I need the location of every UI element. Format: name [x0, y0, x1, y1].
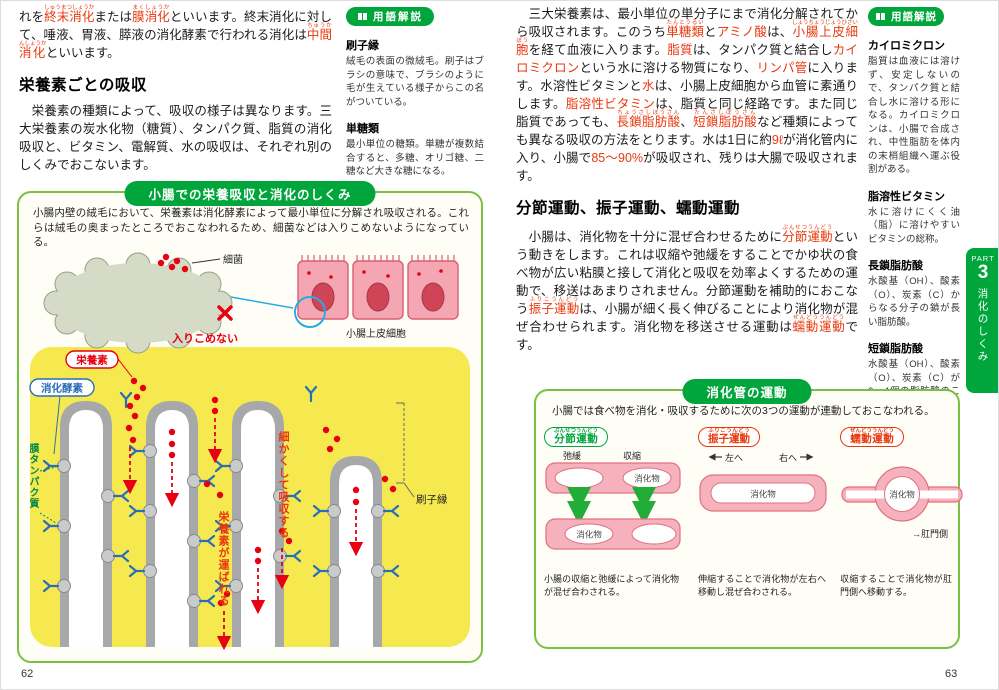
- part-tab: PART 3 消化のしくみ: [966, 248, 998, 393]
- part-word: PART: [971, 254, 995, 263]
- body-paragraph: 三大栄養素は、最小単位の単分子にまで消化分解されてから吸収されます。このうち単糖…: [516, 7, 858, 183]
- glossary-term: 長鎖脂肪酸: [868, 260, 923, 272]
- left-main-column: れを終末消化しゅうまつしょうかまたは膜消化まくしょうかといいます。終末消化に対し…: [19, 5, 332, 174]
- diagram-box-motion: 消化管の運動 小腸では食べ物を消化・吸収するために次の3つの運動が連動しておこな…: [534, 379, 963, 649]
- glossary-desc: 水酸基（OH）、酸素（O）、炭素（C）からなる分子の鎖が長い脂肪酸。: [868, 276, 960, 328]
- nutrient-label-pill: 栄養素: [65, 350, 133, 378]
- glossary-term: カイロミクロン: [868, 40, 945, 52]
- svg-text:→肛門側: →肛門側: [912, 528, 948, 539]
- motion-label-peristalsis: 蠕動運動ぜんどううんどう: [840, 427, 905, 448]
- glossary-term: 単糖類: [346, 123, 379, 135]
- brush-border-bracket: [396, 402, 415, 498]
- peristalsis-diagram: 消化物 →肛門側: [841, 466, 963, 539]
- page-number-right: 63: [945, 668, 958, 680]
- glossary-panel-right: 用語解説 カイロミクロン 脂質は血液には溶けず、安定しないので、タンパク質と結合…: [868, 7, 960, 412]
- magnifier-pointer-line: [230, 296, 294, 309]
- body-paragraph: れを終末消化しゅうまつしょうかまたは膜消化まくしょうかといいます。終末消化に対し…: [19, 5, 332, 60]
- svg-text:弛緩: 弛緩: [563, 450, 581, 461]
- glossary-desc: 水に溶けにくく油（脂）に溶けやすいビタミンの総称。: [868, 206, 960, 245]
- motion-col-peristalsis: 蠕動運動ぜんどううんどう 消化物 →肛門側 収縮することで消化物が肛門側へ移動す…: [840, 427, 963, 598]
- motion-caption: 収縮することで消化物が肛門側へ移動する。: [840, 574, 952, 597]
- glossary-book-icon: [358, 13, 367, 20]
- villus-tip-blob: [43, 252, 233, 354]
- svg-text:収縮: 収縮: [623, 450, 641, 461]
- magnifier-circle-icon: [294, 296, 326, 328]
- membrane-protein-label: 膜タンパク質: [27, 443, 38, 509]
- no-entry-x-icon: [217, 305, 233, 321]
- enzyme-label-pill: 消化酵素: [29, 378, 95, 455]
- glossary-desc: 絨毛の表面の微絨毛。刷子はブラシの意味で、ブラシのように毛が生えている様子からこ…: [346, 56, 484, 108]
- epithelial-cells-label: 小腸上皮細胞: [346, 327, 406, 340]
- membrane-protein-leaders: [39, 466, 57, 524]
- glossary-desc: 脂質は血液には溶けず、安定しないので、タンパク質と結合し水に溶ける形になる。カイ…: [868, 56, 960, 175]
- glossary-title: 用語解説: [891, 11, 937, 23]
- carried-vertical-label: 栄養素が運ばれる: [217, 511, 229, 607]
- diagram-title: 消化管の運動: [682, 379, 812, 404]
- nutrient-dots: [125, 377, 397, 607]
- page-number-left: 62: [21, 668, 34, 680]
- glossary-header: 用語解説: [346, 7, 434, 26]
- svg-text:消化物: 消化物: [576, 530, 602, 540]
- diagram-intro: 小腸内壁の絨毛において、栄養素は消化酵素によって最小単位に分解され吸収される。こ…: [33, 207, 469, 248]
- glossary-panel-left: 用語解説 刷子縁 絨毛の表面の微絨毛。刷子はブラシの意味で、ブラシのように毛が生…: [346, 7, 484, 179]
- svg-text:消化物: 消化物: [750, 489, 776, 499]
- section-heading: 栄養素ごとの吸収: [19, 77, 147, 94]
- section-heading: 分節運動、振子運動、蠕動運動: [516, 200, 741, 217]
- svg-text:右へ: 右へ: [779, 452, 797, 463]
- svg-text:消化物: 消化物: [889, 490, 915, 500]
- svg-text:栄養素: 栄養素: [75, 354, 108, 367]
- motion-label-pendular: 振子運動ふりこうんどう: [698, 427, 760, 448]
- glossary-book-icon: [876, 13, 885, 20]
- absorb-vertical-label: 細かくして吸収する: [277, 431, 289, 539]
- villi-illustration: 細菌 入りこめない 小腸上皮細胞 栄養素: [29, 252, 470, 651]
- svg-text:左へ: 左へ: [725, 452, 743, 463]
- pendular-diagram: 左へ 右へ 消化物: [699, 452, 827, 512]
- glossary-desc: 最小単位の糖類。単糖が複数結合すると、多糖、オリゴ糖、二糖など大きな糖になる。: [346, 139, 484, 177]
- glossary-item: 刷子縁 絨毛の表面の微絨毛。刷子はブラシの意味で、ブラシのように毛が生えている様…: [346, 37, 484, 109]
- right-main-column: 三大栄養素は、最小単位の単分子にまで消化分解されてから吸収されます。このうち単糖…: [516, 5, 858, 354]
- diagram-intro: 小腸では食べ物を消化・吸収するために次の3つの運動が連動しておこなわれる。: [552, 405, 935, 417]
- glossary-header: 用語解説: [868, 7, 944, 26]
- motion-caption: 伸縮することで消化物が左右へ移動し混ぜ合わされる。: [698, 574, 826, 597]
- bacteria-dots: [157, 253, 189, 273]
- bacteria-label: 細菌: [223, 253, 243, 266]
- part-number: 3: [977, 261, 989, 283]
- svg-text:消化酵素: 消化酵素: [41, 382, 83, 395]
- glossary-title: 用語解説: [373, 11, 423, 23]
- diagram-title: 小腸での栄養吸収と消化のしくみ: [124, 181, 376, 206]
- glossary-item: 脂溶性ビタミン 水に溶けにくく油（脂）に溶けやすいビタミンの総称。: [868, 188, 960, 247]
- motion-col-segmentation: 分節運動ぶんせつうんどう 弛緩 収縮 消化物 消化物 小腸の収縮と弛緩によって消…: [544, 427, 692, 598]
- glossary-item: 長鎖脂肪酸 水酸基（OH）、酸素（O）、炭素（C）からなる分子の鎖が長い脂肪酸。: [868, 257, 960, 329]
- chapter-title: 消化のしくみ: [976, 288, 989, 364]
- diagram-box-absorption: 小腸での栄養吸収と消化のしくみ 小腸内壁の絨毛において、栄養素は消化酵素によって…: [17, 181, 483, 663]
- motion-caption: 小腸の収縮と弛緩によって消化物が混ぜ合わされる。: [544, 574, 679, 597]
- motion-label-segmentation: 分節運動ぶんせつうんどう: [544, 427, 609, 448]
- glossary-item: 単糖類 最小単位の糖類。単糖が複数結合すると、多糖、オリゴ糖、二糖など大きな糖に…: [346, 120, 484, 179]
- glossary-term: 脂溶性ビタミン: [868, 190, 945, 203]
- flow-arrows: [122, 418, 364, 651]
- motion-col-pendular: 振子運動ふりこうんどう 左へ 右へ 消化物 伸縮することで消化物が左右へ移動し混…: [698, 427, 834, 598]
- svg-text:消化物: 消化物: [634, 474, 660, 484]
- epithelial-cells: [297, 255, 459, 320]
- glossary-term: 短鎖脂肪酸: [868, 343, 923, 355]
- no-entry-label: 入りこめない: [172, 332, 238, 345]
- glossary-item: カイロミクロン 脂質は血液には溶けず、安定しないので、タンパク質と結合し水に溶け…: [868, 37, 960, 177]
- glossary-term: 刷子縁: [346, 40, 379, 52]
- segmentation-diagram: 弛緩 収縮 消化物 消化物: [545, 450, 681, 550]
- brush-border-label: 刷子縁: [416, 493, 448, 506]
- body-paragraph: 栄養素の種類によって、吸収の様子は異なります。三大栄養素の炭水化物（糖質）、タン…: [19, 104, 332, 172]
- body-paragraph: 小腸は、消化物を十分に混ぜ合わせるために分節運動ぶんせつうんどうという動きをしま…: [516, 225, 858, 352]
